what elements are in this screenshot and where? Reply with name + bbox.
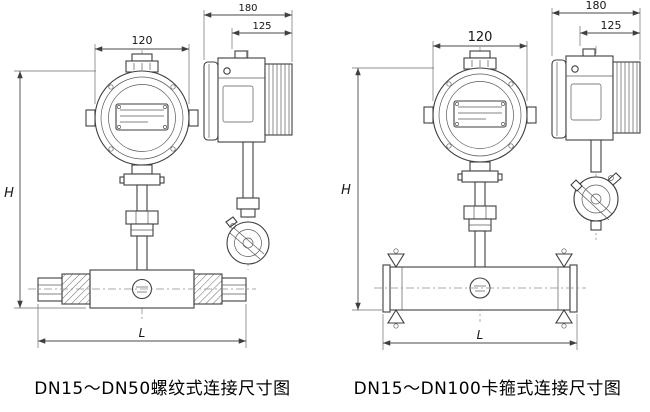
technical-drawing-area: 120 H L (4, 0, 641, 350)
housing-fins-left (264, 63, 293, 136)
dim-label-height-right: H (341, 183, 351, 198)
caption-threaded-connection: DN15～DN50螺纹式连接尺寸图 (34, 379, 291, 399)
dim-label-side-depth-left: 180 (238, 3, 257, 14)
clamp-bracket (387, 253, 405, 269)
dim-label-side-body-depth-left: 125 (252, 21, 271, 32)
dim-label-side-body-depth-right: 125 (601, 19, 622, 32)
housing-fins-right (612, 61, 641, 134)
flow-meter-dimension-drawing: 120 H L (4, 0, 641, 350)
left-side-dimensions: 180 125 (203, 3, 293, 62)
left-meter-side-view (203, 50, 293, 270)
left-meter-front-view (28, 50, 256, 322)
right-side-dimensions: 180 125 (551, 0, 641, 60)
dim-label-length-right: L (477, 328, 484, 342)
caption-clamp-connection: DN15～DN100卡箍式连接尺寸图 (353, 379, 622, 399)
right-meter-front-view (374, 47, 586, 329)
connector-end-view-left (226, 221, 270, 265)
clamp-bracket (555, 308, 573, 324)
caption-row: DN15～DN50螺纹式连接尺寸图 DN15～DN100卡箍式连接尺寸图 (0, 358, 650, 412)
left-dimensions: 120 H L (4, 34, 247, 348)
clamp-bracket (555, 253, 573, 269)
dim-label-side-depth-right: 180 (586, 0, 607, 12)
dim-label-head-width-right: 120 (468, 30, 493, 45)
display-window-left (115, 103, 169, 131)
dim-label-head-width-left: 120 (132, 34, 153, 47)
dim-label-length-left: L (139, 326, 146, 340)
right-dimensions: 120 H L (341, 30, 578, 350)
dim-label-height-left: H (4, 186, 14, 201)
clamp-bracket (387, 308, 405, 324)
right-meter-side-view (551, 46, 641, 240)
display-window-right (453, 100, 507, 128)
